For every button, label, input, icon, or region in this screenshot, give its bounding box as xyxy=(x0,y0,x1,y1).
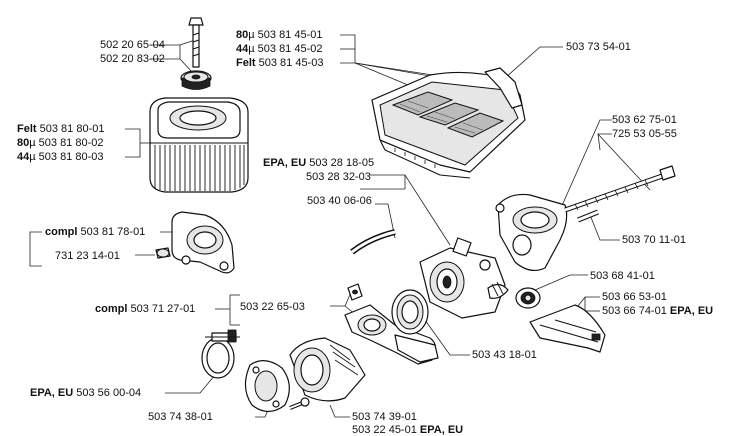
label-flange: 503 43 18-01 xyxy=(472,349,537,361)
intake-housing-part xyxy=(495,193,568,272)
label-cover-80: 80µ 503 81 45-01 xyxy=(236,29,323,41)
label-filter-80: 80µ 503 81 80-02 xyxy=(17,137,104,149)
air-filter-part xyxy=(149,97,249,193)
lever-part xyxy=(529,304,606,353)
cover-part xyxy=(371,67,526,179)
carburetor-part xyxy=(419,237,509,319)
label-compl-1: compl 503 81 78-01 xyxy=(45,226,146,238)
base-plate-part xyxy=(155,211,235,274)
bracket-part xyxy=(344,304,439,365)
label-bolt-b: 502 20 83-02 xyxy=(100,53,165,65)
label-gasket: 503 74 38-01 xyxy=(148,411,213,423)
label-lever-b: 503 66 74-01 EPA, EU xyxy=(602,305,714,317)
label-lever-a: 503 66 53-01 xyxy=(602,291,667,303)
label-choke: 503 68 41-01 xyxy=(590,270,655,282)
gasket-part xyxy=(244,360,290,413)
label-bracket: 503 22 65-03 xyxy=(240,301,305,313)
label-manifold-cut: 503 22 45-01 EPA, EU xyxy=(352,424,464,436)
bolt-part xyxy=(188,17,204,68)
label-cover-felt: Felt 503 81 45-03 xyxy=(236,57,324,69)
label-hose: 503 40 06-06 xyxy=(307,195,372,207)
clamp-part xyxy=(201,329,240,379)
label-filter-felt: Felt 503 81 80-01 xyxy=(17,123,105,135)
label-carb-epa: EPA, EU 503 28 18-05 xyxy=(263,157,375,169)
label-cover-44: 44µ 503 81 45-02 xyxy=(236,43,323,55)
label-filter-44: 44µ 503 81 80-03 xyxy=(17,151,104,163)
label-cover-main: 503 73 54-01 xyxy=(566,41,631,53)
small-bracket-part xyxy=(347,283,363,301)
label-nut: 731 23 14-01 xyxy=(55,250,120,262)
leader-lines xyxy=(29,34,651,418)
label-clamp: EPA, EU 503 56 00-04 xyxy=(30,387,142,399)
label-rod-b: 725 53 05-55 xyxy=(612,128,677,140)
label-pin: 503 70 11-01 xyxy=(622,234,687,246)
hose-part xyxy=(350,229,396,255)
label-compl-2: compl 503 71 27-01 xyxy=(95,303,196,315)
flange-ring-part xyxy=(391,289,429,335)
label-rod-a: 503 62 75-01 xyxy=(612,114,677,126)
rod-part xyxy=(564,165,676,213)
nut-part xyxy=(180,70,212,90)
label-manifold: 503 74 39-01 xyxy=(352,411,417,423)
screw-part xyxy=(289,397,310,410)
label-bolt-a: 502 20 65-04 xyxy=(100,39,165,51)
choke-knob-part xyxy=(515,287,541,309)
pin-part xyxy=(577,209,599,223)
manifold-part xyxy=(289,337,366,402)
label-carb-std: 503 28 32-03 xyxy=(306,171,371,183)
